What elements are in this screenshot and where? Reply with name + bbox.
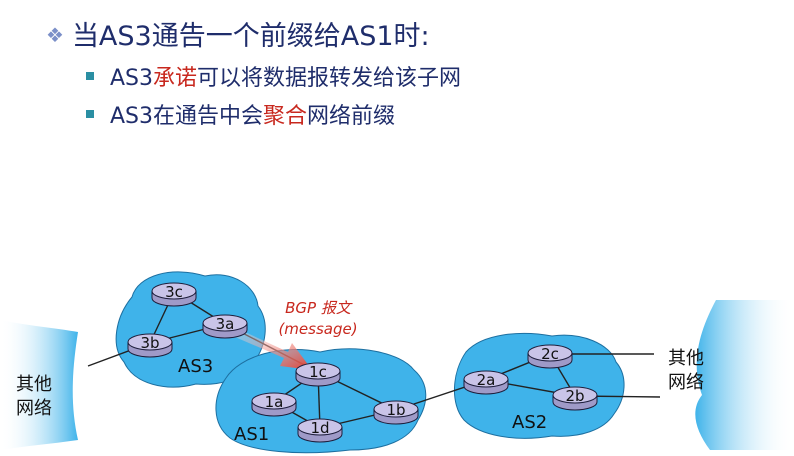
router-2c: 2c	[527, 344, 573, 369]
router-label: 3b	[140, 334, 159, 352]
router-3c: 3c	[151, 282, 197, 307]
as3-label: AS3	[178, 356, 213, 377]
bullet-promise: AS3承诺可以将数据报转发给该子网	[86, 60, 461, 92]
router-label: 1a	[265, 393, 284, 411]
diamond-bullet-icon: ❖	[46, 23, 64, 47]
router-label: 1d	[310, 419, 329, 437]
other-network-right-cloud	[695, 300, 794, 450]
as2-cloud	[453, 332, 625, 439]
bgp-message-arrow	[228, 326, 312, 370]
router-label: 2c	[541, 345, 559, 363]
bullet-highlight: 聚合	[263, 104, 308, 129]
router-3a: 3a	[202, 314, 248, 339]
bullet-text-before: AS3	[110, 66, 154, 91]
as2-label: AS2	[512, 412, 547, 433]
square-bullet-icon	[86, 72, 94, 80]
router-label: 3c	[165, 283, 183, 301]
as1-label: AS1	[234, 424, 269, 445]
other-network-right-label: 其他	[668, 348, 704, 369]
router-label: 1c	[309, 363, 327, 381]
router-1d: 1d	[297, 418, 343, 443]
router-2b: 2b	[552, 386, 598, 411]
router-label: 1b	[386, 401, 405, 419]
router-2a: 2a	[463, 370, 509, 395]
bullet-highlight: 承诺	[153, 66, 198, 91]
bgp-message-label: BGP 报文	[285, 299, 353, 317]
bullet-aggregate: AS3在通告中会聚合网络前缀	[86, 98, 395, 130]
router-1b: 1b	[373, 400, 419, 425]
bullet-text-before: AS3在通告中会	[110, 104, 264, 129]
other-network-left-label-2: 网络	[16, 398, 52, 419]
bullet-text-after: 网络前缀	[307, 104, 396, 129]
router-label: 3a	[216, 315, 235, 333]
slide-title: ❖ 当AS3通告一个前缀给AS1时:	[46, 14, 430, 53]
router-1c: 1c	[295, 362, 341, 387]
router-label: 2a	[477, 371, 496, 389]
square-bullet-icon	[86, 110, 94, 118]
bgp-message-sublabel: (message)	[278, 320, 357, 338]
router-label: 2b	[565, 387, 584, 405]
as1-cloud	[215, 348, 427, 454]
bullet-text-after: 可以将数据报转发给该子网	[197, 66, 462, 91]
other-network-left-cloud	[0, 320, 78, 450]
router-1a: 1a	[251, 392, 297, 417]
slide-title-text: 当AS3通告一个前缀给AS1时:	[71, 21, 430, 52]
other-network-left-label: 其他	[16, 374, 52, 395]
router-3b: 3b	[127, 333, 173, 358]
other-network-right-label-2: 网络	[668, 372, 704, 393]
